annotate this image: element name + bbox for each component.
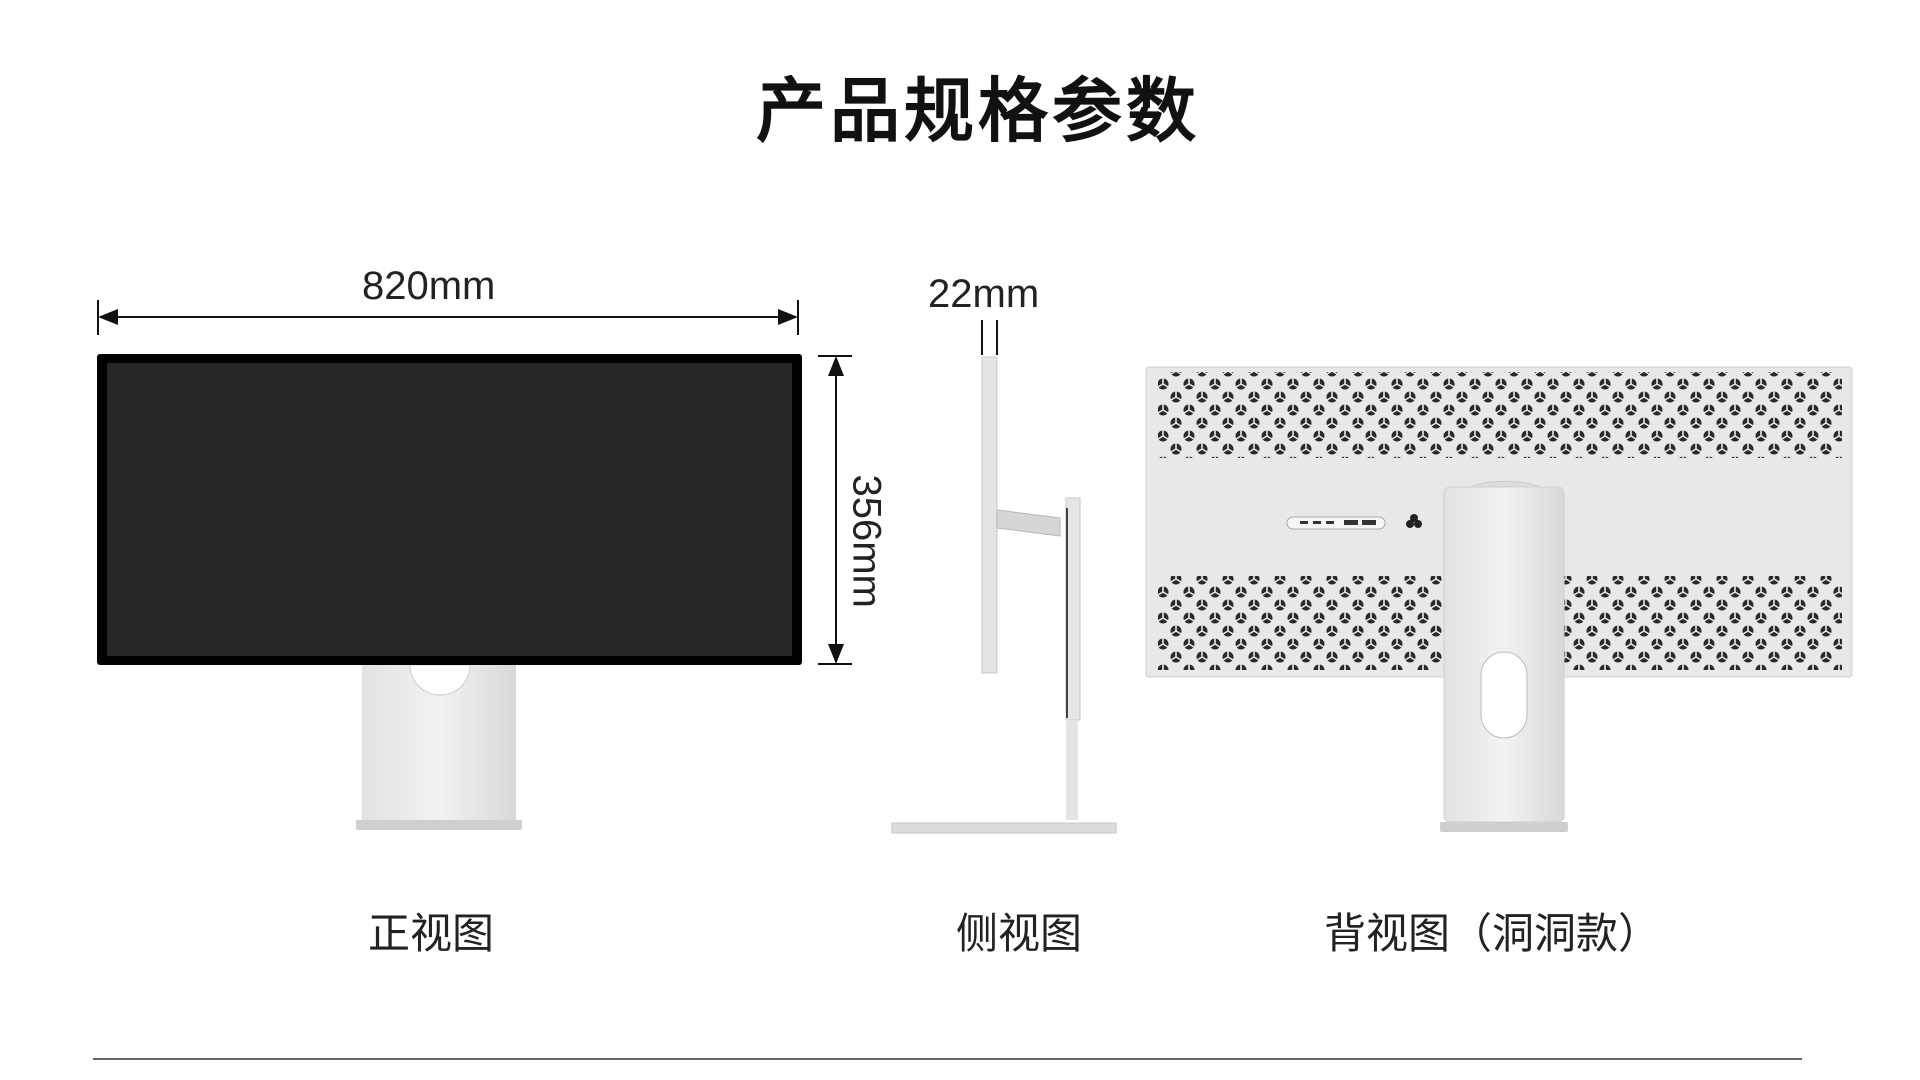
- side-view-caption: 侧视图: [955, 909, 1082, 958]
- front-view-caption: 正视图: [367, 909, 494, 958]
- height-label: 356mm: [844, 474, 889, 608]
- back-view-caption: 背视图（洞洞款）: [1323, 909, 1660, 958]
- monitor-screen: [107, 363, 792, 656]
- side-view: [891, 320, 1117, 834]
- depth-label: 22mm: [928, 272, 1040, 316]
- back-view: [1145, 366, 1853, 832]
- width-label: 820mm: [362, 264, 496, 308]
- page-title: 产品规格参数: [756, 70, 1200, 152]
- front-view: [97, 300, 852, 830]
